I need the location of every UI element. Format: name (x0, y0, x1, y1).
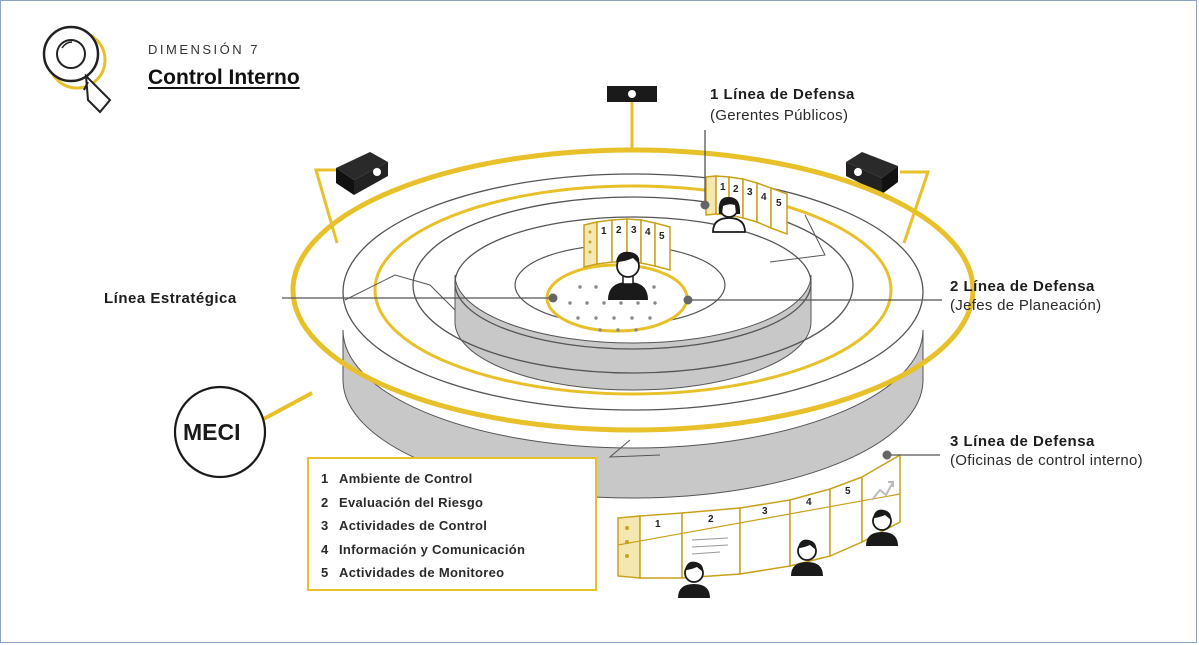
legend-num: 4 (321, 541, 329, 557)
line1-num-3: 3 (747, 187, 753, 198)
magnifier-icon (42, 25, 112, 114)
legend-item: 2 Evaluación del Riesgo (321, 491, 595, 515)
linea1-title: 1 Línea de Defensa (710, 86, 855, 103)
legend-label: Actividades de Monitoreo (339, 565, 505, 580)
line3-num-5: 5 (845, 486, 851, 497)
legend-num: 1 (321, 471, 329, 486)
page-title: Control Interno (148, 66, 300, 89)
legend-label: Evaluación del Riesgo (339, 494, 484, 510)
third-line-panel: 1 2 3 4 5 (617, 453, 901, 579)
line1-num-1: 1 (720, 182, 726, 193)
meci-circle (173, 385, 267, 479)
linea2-subtitle: (Jefes de Planeación) (950, 297, 1102, 314)
legend-num: 2 (321, 494, 329, 510)
person-icon-bottom-1 (678, 561, 710, 598)
panel-num-2: 2 (616, 225, 622, 236)
outer-ring (290, 147, 976, 433)
panel-num-3: 3 (631, 225, 637, 236)
projector-icon-right (846, 152, 931, 244)
legend-item: 1 Ambiente de Control (321, 467, 595, 491)
person-icon-bottom-2 (791, 539, 823, 576)
meci-label: MECI (183, 419, 241, 445)
legend-label: Ambiente de Control (339, 471, 473, 486)
linea1-subtitle: (Gerentes Públicos) (710, 107, 849, 124)
legend-num: 5 (321, 565, 329, 580)
legend-item: 4 Información y Comunicación (321, 538, 595, 562)
projector-icon-left (314, 152, 388, 244)
line3-num-1: 1 (655, 519, 661, 530)
panel-num-1: 1 (601, 226, 607, 237)
center-panel: 1 2 3 4 5 (583, 218, 671, 271)
linea-estrategica-label: Línea Estratégica (104, 290, 237, 307)
line3-num-3: 3 (762, 506, 768, 517)
person-icon-center (608, 251, 648, 300)
camera-icon (607, 86, 657, 152)
meci-legend: 1 Ambiente de Control 2 Evaluación del Rie… (307, 457, 597, 591)
person-icon-bottom-3 (866, 509, 898, 546)
line3-num-4: 4 (806, 497, 812, 508)
legend-item: 3 Actividades de Control (321, 514, 595, 538)
panel-num-4: 4 (645, 227, 651, 238)
legend-label: Información y Comunicación (339, 541, 526, 557)
person-icon-manager (712, 196, 746, 233)
linea2-title: 2 Línea de Defensa (950, 278, 1095, 295)
linea3-subtitle: (Oficinas de control interno) (950, 452, 1143, 469)
line1-num-5: 5 (776, 198, 782, 209)
legend-label: Actividades de Control (339, 518, 488, 533)
line3-num-2: 2 (708, 514, 714, 525)
linea3-title: 3 Línea de Defensa (950, 433, 1095, 450)
dimension-label: DIMENSIÓN 7 (148, 42, 261, 57)
legend-item: 5 Actividades de Monitoreo (321, 561, 595, 585)
line1-num-4: 4 (761, 192, 767, 203)
center-dots (568, 285, 657, 332)
line1-num-2: 2 (733, 184, 739, 195)
panel-num-5: 5 (659, 231, 665, 242)
chart-icon (871, 481, 894, 501)
legend-num: 3 (321, 518, 329, 533)
